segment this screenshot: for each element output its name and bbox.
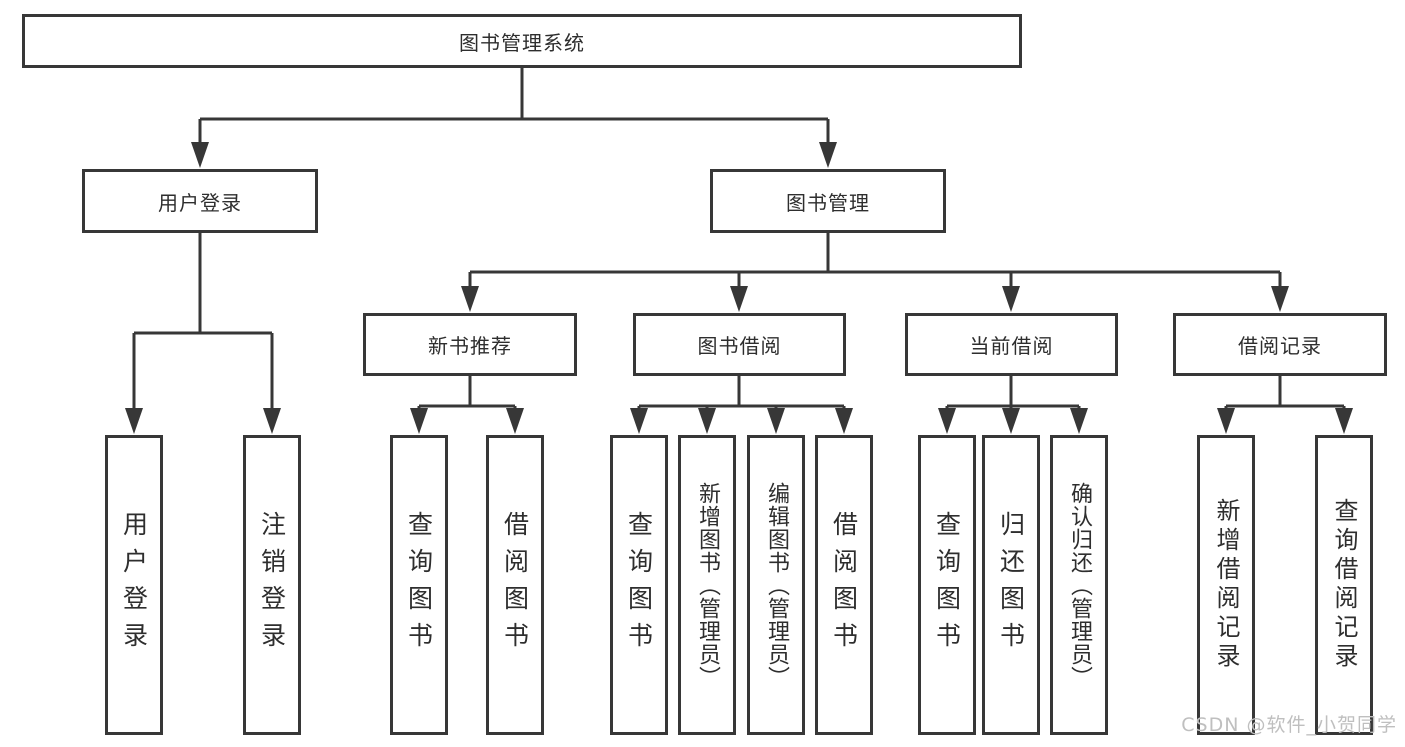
node-label: 查询借阅记录 (1330, 498, 1358, 672)
node-label: 新书推荐 (428, 334, 512, 358)
node-borrow-records: 借阅记录 (1173, 313, 1387, 376)
node-label: 新增借阅记录 (1212, 498, 1240, 672)
node-label: 图书借阅 (697, 334, 782, 358)
node-user-login: 用户登录 (82, 169, 318, 233)
node-label: 编辑图书（管理员） (764, 481, 789, 689)
node-leaf-query-borrow-record: 查询借阅记录 (1315, 435, 1373, 735)
node-current-borrow: 当前借阅 (905, 313, 1118, 376)
node-label: 确认归还（管理员） (1067, 481, 1092, 689)
node-leaf-borrow-book: 借阅图书 (815, 435, 873, 735)
connector-root-to-level2 (191, 68, 837, 168)
node-leaf-add-borrow-record: 新增借阅记录 (1197, 435, 1255, 735)
node-label: 图书管理 (786, 190, 870, 215)
node-label: 借阅图书 (500, 511, 530, 659)
node-label: 借阅图书 (829, 511, 859, 659)
node-book-management: 图书管理 (710, 169, 946, 233)
connector-new-books-to-leaves (410, 376, 524, 434)
node-leaf-edit-book-admin: 编辑图书（管理员） (747, 435, 805, 735)
node-label: 用户登录 (158, 190, 242, 215)
node-label: 查询图书 (932, 511, 962, 659)
connector-user-login-to-leaves (125, 233, 281, 434)
node-label: 新增图书（管理员） (695, 481, 720, 689)
connector-records-to-leaves (1217, 376, 1353, 434)
node-leaf-logout: 注销登录 (243, 435, 301, 735)
node-leaf-query-books-current: 查询图书 (918, 435, 976, 735)
node-label: 注销登录 (257, 511, 287, 659)
node-label: 借阅记录 (1238, 334, 1322, 358)
node-leaf-query-books-recommend: 查询图书 (390, 435, 448, 735)
node-leaf-user-login: 用户登录 (105, 435, 163, 735)
connector-book-mgmt-to-level3 (461, 233, 1289, 312)
node-new-book-recommend: 新书推荐 (363, 313, 577, 376)
node-label: 归还图书 (996, 511, 1026, 659)
node-label: 查询图书 (404, 511, 434, 659)
node-label: 查询图书 (624, 511, 654, 659)
node-leaf-confirm-return-admin: 确认归还（管理员） (1050, 435, 1108, 735)
connector-current-to-leaves (938, 376, 1088, 434)
connector-borrow-to-leaves (630, 376, 853, 434)
node-leaf-query-books-borrow: 查询图书 (610, 435, 668, 735)
node-label: 当前借阅 (969, 334, 1054, 358)
node-leaf-borrow-books-recommend: 借阅图书 (486, 435, 544, 735)
node-root: 图书管理系统 (22, 14, 1022, 68)
node-label: 用户登录 (119, 511, 149, 659)
node-leaf-return-book: 归还图书 (982, 435, 1040, 735)
node-book-borrow: 图书借阅 (633, 313, 846, 376)
node-label: 图书管理系统 (459, 30, 585, 55)
watermark-text: CSDN @软件_小贺同学 (1181, 714, 1397, 736)
node-leaf-add-book-admin: 新增图书（管理员） (678, 435, 736, 735)
